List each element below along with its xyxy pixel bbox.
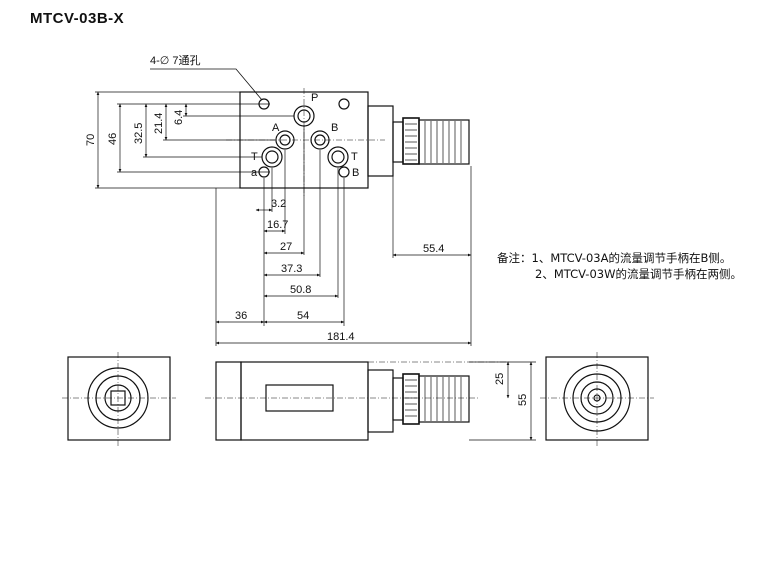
dim-46: 46 xyxy=(107,133,119,145)
hole-callout: 4-∅ 7通孔 xyxy=(150,54,201,67)
adjust-nut xyxy=(392,121,404,163)
mounting-hole xyxy=(338,166,350,178)
end-cap xyxy=(367,105,394,177)
port-label-a: A xyxy=(272,122,280,134)
port-label-p: P xyxy=(311,92,318,104)
port-t-right xyxy=(327,146,349,168)
dim-25: 25 xyxy=(494,373,506,385)
dim-16-7: 16.7 xyxy=(267,219,288,231)
port-label-t-left: T xyxy=(251,151,258,163)
dim-37-3: 37.3 xyxy=(281,263,302,275)
port-t-left xyxy=(261,146,283,168)
note-text-1: 1、MTCV-03A的流量调节手柄在B侧。 xyxy=(531,251,732,265)
dim-32-5: 32.5 xyxy=(133,123,145,144)
dimension-lines xyxy=(95,91,472,346)
dim-181-4: 181.4 xyxy=(327,331,355,343)
dim-54: 54 xyxy=(297,310,309,322)
note-line-1: 备注：1、MTCV-03A的流量调节手柄在B侧。 xyxy=(497,250,742,266)
dim-36: 36 xyxy=(235,310,247,322)
drawing-title: MTCV-03B-X xyxy=(30,10,125,27)
adjust-handle xyxy=(418,119,470,165)
front-view xyxy=(205,361,536,441)
dim-21-4: 21.4 xyxy=(153,113,165,134)
port-label-t-right: T xyxy=(351,151,358,163)
dim-70: 70 xyxy=(85,134,97,146)
dim-55: 55 xyxy=(517,394,529,406)
top-view xyxy=(150,68,470,189)
mounting-hole xyxy=(338,98,350,110)
port-label-a-lower: a xyxy=(251,167,258,179)
dim-3-2: 3.2 xyxy=(271,198,286,210)
left-end-view xyxy=(62,352,176,446)
hole-callout-leader xyxy=(150,68,263,101)
notes-block: 备注：1、MTCV-03A的流量调节手柄在B侧。 2、MTCV-03W的流量调节… xyxy=(497,250,742,282)
dim-6-4: 6.4 xyxy=(173,110,185,125)
dim-27: 27 xyxy=(280,241,292,253)
labels: 4-∅ 7通孔 P A B T T a B 70 46 32.5 21.4 6.… xyxy=(85,54,529,406)
lock-nut xyxy=(402,117,420,165)
port-label-b-lower: B xyxy=(352,167,359,179)
notes-label: 备注： xyxy=(497,251,532,265)
right-end-view xyxy=(540,352,654,446)
port-label-b: B xyxy=(331,122,338,134)
note-line-2: 2、MTCV-03W的流量调节手柄在两侧。 xyxy=(535,267,742,281)
dim-55-4: 55.4 xyxy=(423,243,444,255)
dim-50-8: 50.8 xyxy=(290,284,311,296)
